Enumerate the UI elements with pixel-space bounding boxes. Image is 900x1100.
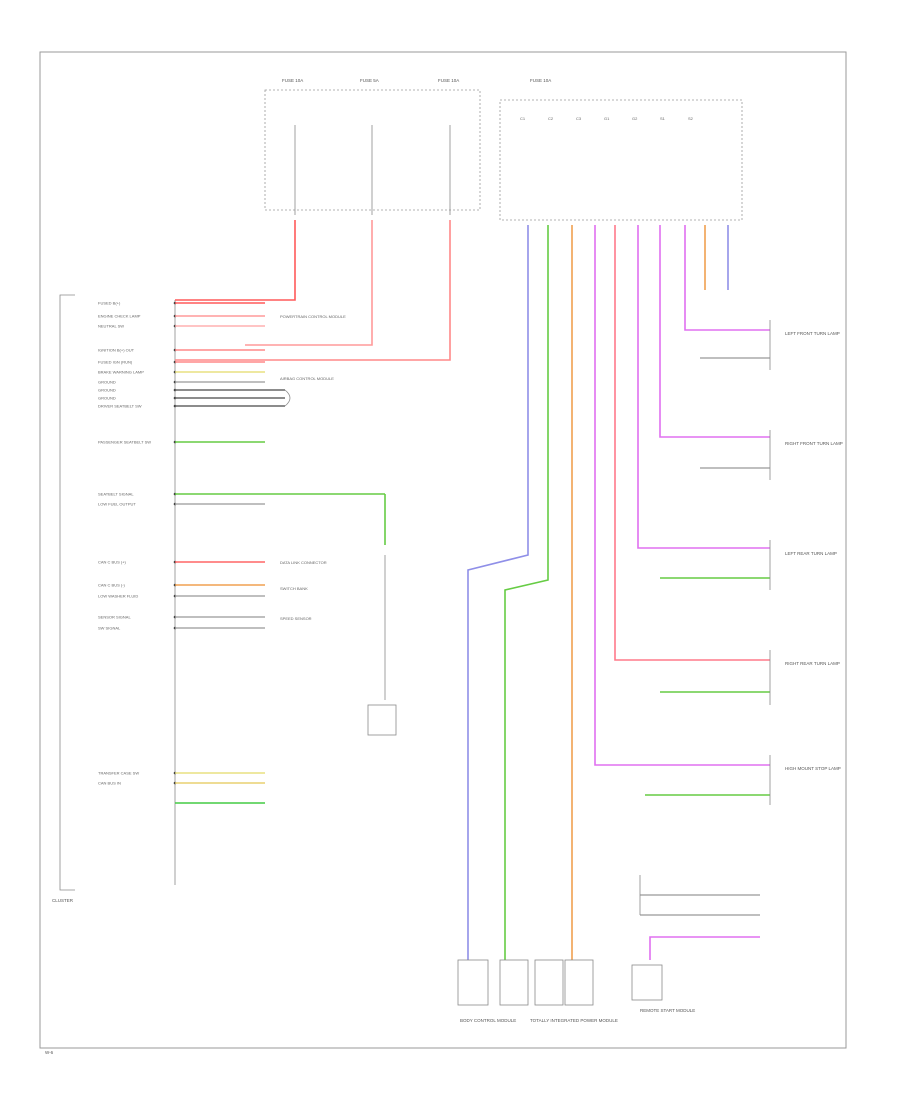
cluster-destination-labels: POWERTRAIN CONTROL MODULE AIRBAG CONTROL … <box>280 314 346 621</box>
cluster-destination-label: DATA LINK CONNECTOR <box>280 560 327 565</box>
cluster-input-label: IGNITION B(+) OUT <box>98 348 135 353</box>
fuse-label: FUSE 10A <box>530 78 551 83</box>
cluster-input-label: TRANSFER CASE SW <box>98 771 139 776</box>
footer-label: W-6 <box>45 1050 54 1055</box>
connector-label: C3 <box>576 116 582 121</box>
switch-group <box>631 875 760 1001</box>
lamp-label: HIGH MOUNT STOP LAMP <box>785 766 841 771</box>
sensor-box <box>367 704 397 736</box>
cluster-input-label: CAN C BUS (-) <box>98 583 126 588</box>
bottom-connectors <box>457 959 594 1006</box>
cluster-input-label: PASSENGER SEATBELT SW <box>98 440 151 445</box>
module-outline <box>499 99 743 221</box>
cluster-input-label: DRIVER SEATBELT SW <box>98 404 142 409</box>
cluster-input-label: SENSOR SIGNAL <box>98 615 131 620</box>
connector-label: S2 <box>688 116 694 121</box>
cluster-destination-label: POWERTRAIN CONTROL MODULE <box>280 314 346 319</box>
lamp-branches <box>645 320 771 805</box>
cluster-input-label: GROUND <box>98 388 116 393</box>
connector-row: C1 C2 C3 G1 G2 S1 S2 <box>520 116 694 121</box>
fuse-label: FUSE 5A <box>360 78 379 83</box>
cluster-destination-label: AIRBAG CONTROL MODULE <box>280 376 334 381</box>
cluster-input-label: ENGINE CHECK LAMP <box>98 314 141 319</box>
wire-pink-fuse2 <box>245 220 373 346</box>
fuse-label: FUSE 10A <box>282 78 303 83</box>
connector-label: G1 <box>604 116 610 121</box>
connector-label: G2 <box>632 116 638 121</box>
fuse-label: FUSE 10A <box>438 78 459 83</box>
connector-label: C1 <box>520 116 526 121</box>
cluster-input-labels: FUSED B(+) ENGINE CHECK LAMP NEUTRAL SW IGN… <box>98 301 177 786</box>
cluster-input-label: CAN BUS IN <box>98 781 121 786</box>
wire-red-fuse3 <box>175 220 451 361</box>
cluster-input-label: NEUTRAL SW <box>98 324 124 329</box>
cluster-input-label: FUSED B(+) <box>98 301 121 306</box>
bottom-label: REMOTE START MODULE <box>640 1008 695 1013</box>
ground-splice <box>284 389 291 407</box>
cluster-input-label: FUSED IGN (RUN) <box>98 360 133 365</box>
cluster-input-label: SEATBELT SIGNAL <box>98 492 134 497</box>
lamp-label: RIGHT FRONT TURN LAMP <box>785 441 843 446</box>
cluster-input-label: CAN C BUS (+) <box>98 560 127 565</box>
diagram-frame <box>39 51 847 1049</box>
connector-label: C2 <box>548 116 554 121</box>
cluster-input-label: LOW WASHER FLUID <box>98 594 138 599</box>
cluster-destination-label: SPEED SENSOR <box>280 616 312 621</box>
bottom-label: BODY CONTROL MODULE <box>460 1018 516 1023</box>
lamp-label: LEFT REAR TURN LAMP <box>785 551 837 556</box>
cluster-input-label: BRAKE WARNING LAMP <box>98 370 144 375</box>
cluster-wires <box>175 302 385 804</box>
cluster-bracket <box>59 294 75 891</box>
lamp-label: RIGHT REAR TURN LAMP <box>785 661 840 666</box>
cluster-input-label: SW SIGNAL <box>98 626 121 631</box>
wire-red-fuse1 <box>175 220 296 301</box>
fuse-block-outline <box>264 89 481 211</box>
cluster-label: CLUSTER <box>52 898 74 903</box>
connector-label: S1 <box>660 116 666 121</box>
cluster-input-label: GROUND <box>98 380 116 385</box>
cluster-input-label: LOW FUEL OUTPUT <box>98 502 136 507</box>
cluster-destination-label: SWITCH BANK <box>280 586 308 591</box>
fuse-group: FUSE 10A FUSE 5A FUSE 10A FUSE 10A <box>282 78 551 215</box>
lamp-label: LEFT FRONT TURN LAMP <box>785 331 840 336</box>
cluster-input-label: GROUND <box>98 396 116 401</box>
bottom-label: TOTALLY INTEGRATED POWER MODULE <box>530 1018 618 1023</box>
module-wires <box>467 225 770 960</box>
